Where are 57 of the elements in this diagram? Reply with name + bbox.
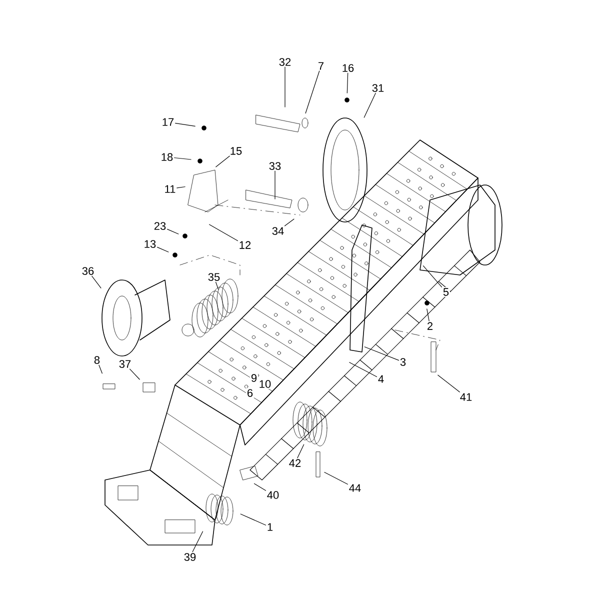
callout-number: 37: [118, 359, 132, 369]
leader-line: [438, 374, 460, 392]
callout-number: 6: [246, 388, 254, 398]
leader-line: [364, 346, 400, 361]
leader-line: [364, 92, 376, 118]
callout-number: 5: [442, 287, 450, 297]
callout-number: 40: [266, 490, 280, 500]
callout-number: 39: [182, 552, 198, 562]
callout-number: 32: [278, 57, 292, 67]
leader-line: [192, 531, 204, 552]
leader-line: [346, 72, 348, 94]
callout-number: 13: [142, 239, 158, 249]
leader-line: [209, 224, 238, 242]
leader-line: [284, 66, 286, 108]
leader-line: [240, 514, 266, 526]
leader-line: [167, 228, 179, 234]
leader-line: [426, 308, 430, 322]
leader-line: [297, 444, 304, 458]
leader-line: [284, 218, 294, 226]
callout-number: 36: [80, 266, 96, 276]
leader-line: [349, 362, 378, 378]
callout-number: 15: [228, 146, 244, 156]
callout-number: 9: [250, 373, 258, 383]
callout-number: 42: [288, 458, 302, 468]
callout-number: 3: [398, 357, 408, 367]
callout-number: 16: [340, 63, 356, 73]
callout-number: 2: [426, 321, 434, 331]
callout-number: 31: [370, 83, 386, 93]
leader-line: [305, 70, 320, 114]
leader-line: [216, 282, 219, 290]
leader-line: [92, 276, 102, 288]
callout-number: 34: [270, 226, 286, 236]
leader-line: [157, 246, 169, 252]
leader-line: [175, 122, 196, 127]
callout-number: 17: [160, 117, 176, 127]
callout-number: 18: [160, 152, 174, 162]
callout-number: 33: [268, 161, 282, 171]
callout-number: 8: [92, 355, 102, 365]
leader-line: [98, 364, 102, 374]
leader-line: [422, 265, 442, 288]
leader-line: [174, 157, 192, 160]
callout-number: 10: [258, 379, 272, 389]
callout-number: 44: [348, 483, 362, 493]
callout-number: 7: [316, 61, 326, 71]
callout-number: 12: [238, 240, 252, 250]
callout-number: 23: [152, 221, 168, 231]
callout-number: 11: [163, 184, 177, 194]
leader-line: [274, 170, 276, 200]
leader-line: [216, 156, 230, 168]
callout-number: 1: [266, 522, 274, 532]
leader-line: [324, 472, 348, 485]
callout-number: 4: [376, 374, 386, 384]
leader-line: [130, 368, 140, 380]
callout-number: 35: [206, 272, 222, 282]
leader-line: [176, 186, 186, 188]
callout-number: 41: [458, 392, 474, 402]
leader-line: [254, 483, 266, 491]
